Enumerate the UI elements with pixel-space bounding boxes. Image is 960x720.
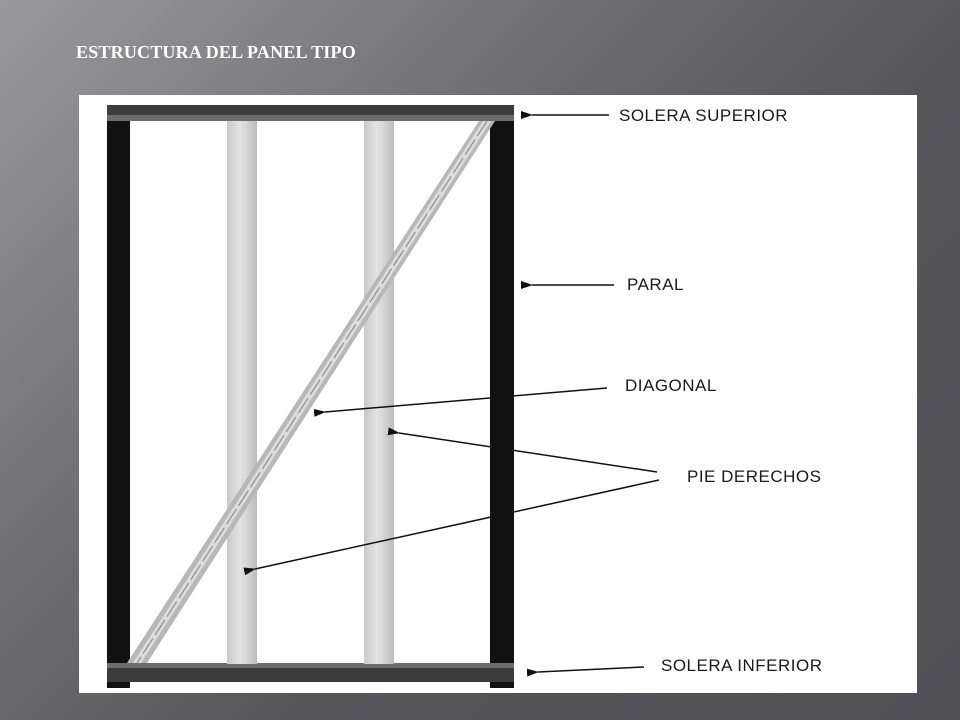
- arrow-studs-right: [387, 427, 658, 473]
- slide-title: ESTRUCTURA DEL PANEL TIPO: [76, 42, 356, 62]
- arrow-studs-left: [243, 479, 660, 576]
- stud-right: [364, 121, 394, 664]
- label-diagonal: DIAGONAL: [625, 376, 717, 395]
- label-top-plate: SOLERA SUPERIOR: [619, 106, 788, 125]
- left-post: [107, 113, 130, 688]
- top-plate: [107, 105, 514, 115]
- label-stud: PARAL: [627, 275, 684, 294]
- bottom-plate: [107, 668, 514, 682]
- right-post: [490, 113, 514, 688]
- panel-structure-diagram: SOLERA SUPERIOR PARAL DIAGONAL PIE DEREC…: [79, 95, 917, 693]
- arrow-diagonal: [313, 387, 608, 417]
- label-bottom-plate: SOLERA INFERIOR: [661, 656, 822, 675]
- stud-left: [227, 121, 257, 664]
- label-studs: PIE DERECHOS: [687, 467, 821, 486]
- diagonal-brace: [127, 120, 495, 664]
- arrow-bottom-plate: [526, 666, 645, 677]
